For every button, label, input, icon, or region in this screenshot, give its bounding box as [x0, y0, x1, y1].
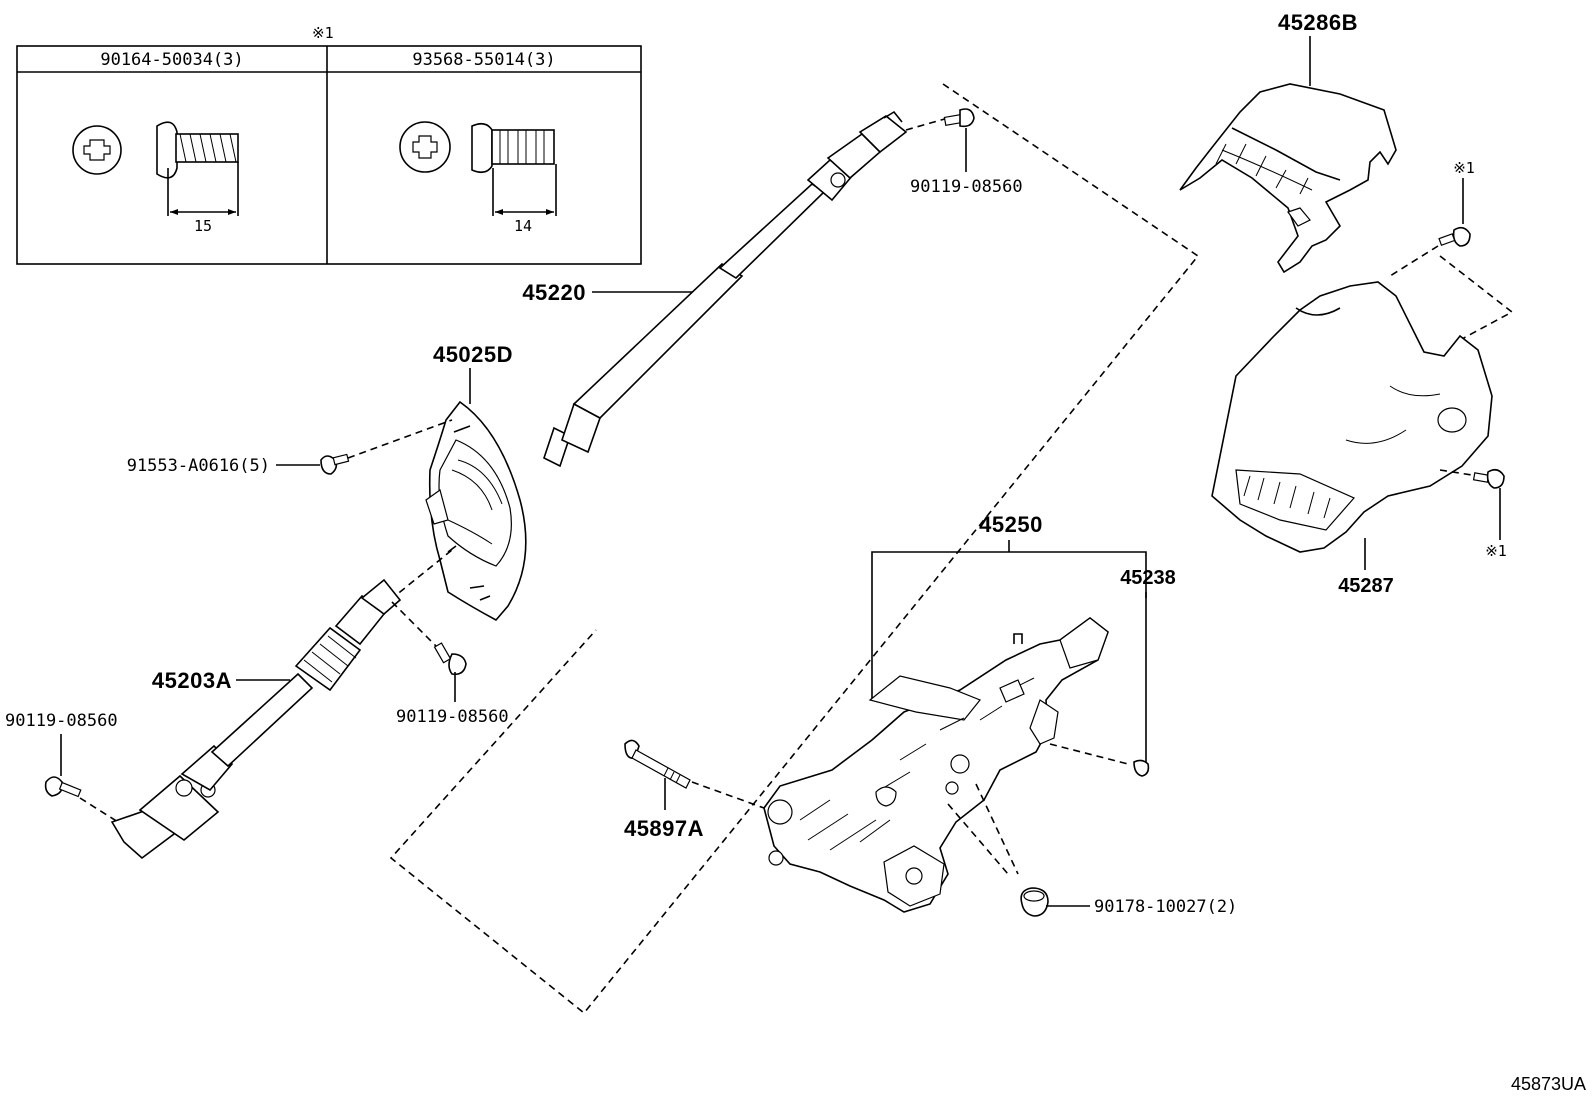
screw-side-icon-2: 14 — [471, 122, 557, 235]
bolt-mid-icon — [433, 642, 467, 676]
table-header-right: 93568-55014(3) — [412, 50, 555, 70]
diagram-code: 45873UA — [1511, 1074, 1586, 1094]
label-nut: 90178-10027(2) — [1094, 897, 1237, 917]
label-bracket: 45238 — [1120, 567, 1176, 589]
label-cover-lower: 45287 — [1338, 575, 1394, 597]
bolt-upper-icon — [943, 108, 975, 128]
screw-side-icon: 15 — [156, 121, 239, 235]
boot-screw-icon — [320, 453, 350, 475]
label-bolt-long: 45897A — [624, 816, 704, 841]
fastener-table: ※1 90164-50034(3) 93568-55014(3) 15 — [16, 24, 642, 265]
cover-screw-top-icon — [1438, 226, 1471, 247]
dash-boot-seal — [425, 400, 527, 622]
lower-column-cover — [1211, 281, 1493, 553]
bracket-bolt-icon — [1133, 759, 1150, 777]
steering-column-assembly — [763, 616, 1109, 913]
bolt-left-icon — [44, 776, 82, 798]
mark-top: ※1 — [1453, 159, 1475, 177]
assembly-outline — [389, 83, 1200, 1015]
table-header-left: 90164-50034(3) — [100, 50, 243, 70]
mark-bottom: ※1 — [1485, 542, 1507, 560]
nut-icon — [1020, 887, 1049, 917]
lower-intermediate-shaft — [110, 578, 402, 860]
label-cover-upper: 45286B — [1278, 10, 1358, 35]
cover-screw-bottom-icon — [1472, 468, 1505, 489]
dim-right: 14 — [514, 217, 532, 235]
upper-intermediate-shaft — [543, 110, 908, 468]
screw-head-icon — [72, 125, 122, 175]
table-marker: ※1 — [312, 24, 334, 42]
label-boot: 45025D — [433, 342, 513, 367]
label-shaft-upper: 45220 — [522, 280, 586, 305]
screw-head-icon-2 — [399, 121, 451, 173]
label-bolt-left: 90119-08560 — [5, 711, 118, 731]
label-column: 45250 — [979, 512, 1043, 537]
long-bolt-icon — [624, 739, 691, 789]
upper-column-cover — [1179, 83, 1397, 274]
label-shaft-lower: 45203A — [152, 668, 232, 693]
dim-left: 15 — [194, 217, 212, 235]
label-bolt-mid: 90119-08560 — [396, 707, 509, 727]
label-screw-boot: 91553-A0616(5) — [127, 456, 270, 476]
label-bolt-upper: 90119-08560 — [910, 177, 1023, 197]
